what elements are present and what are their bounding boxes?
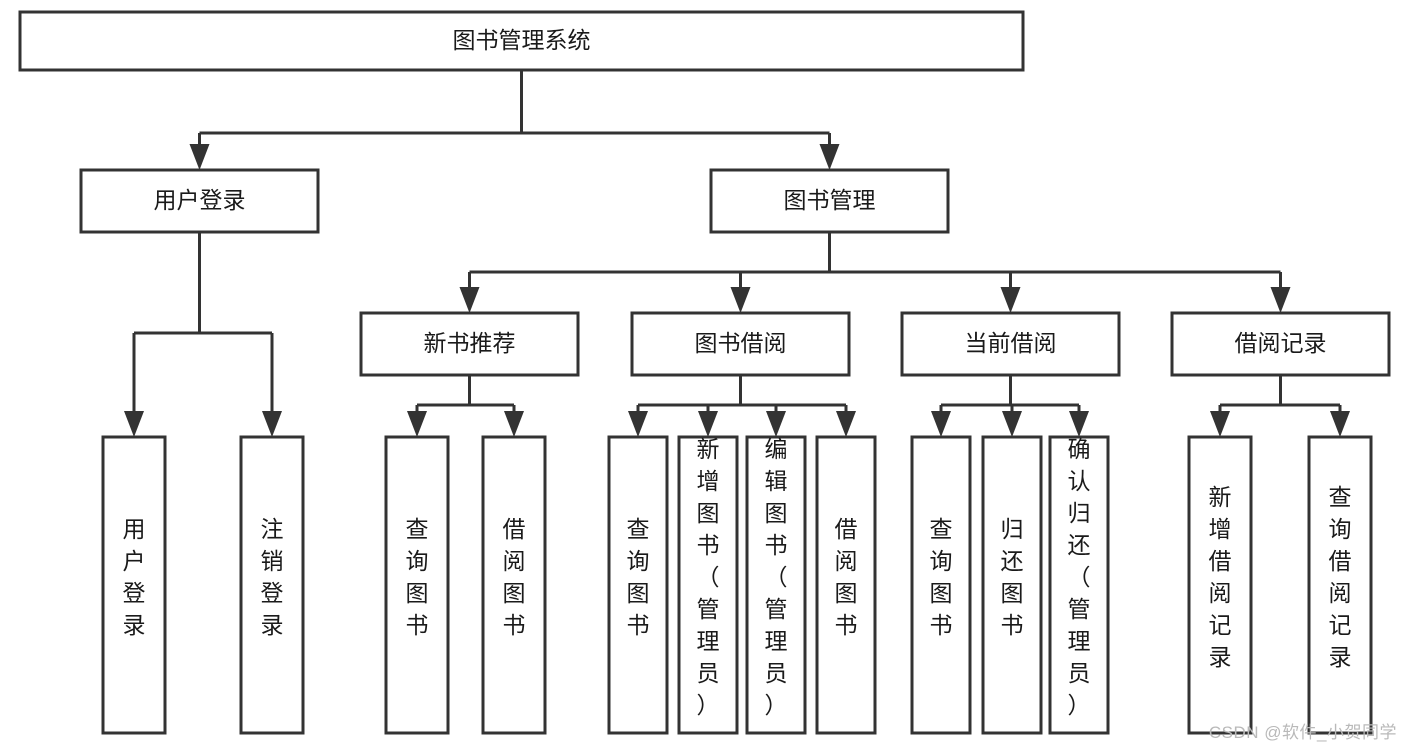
arrowhead-icon — [819, 144, 840, 170]
arrowhead-icon — [628, 411, 648, 437]
arrowhead-icon — [262, 411, 282, 437]
node-box-leaf-borrow-book — [815, 435, 877, 735]
node-label-book-manage: 图书管理 — [784, 187, 876, 213]
node-box-user-login — [79, 168, 320, 234]
arrowhead-icon — [766, 411, 786, 437]
node-leaf-user-logout[interactable]: 注销登录 — [239, 435, 305, 735]
node-label-leaf-user-login: 用户登录 — [123, 516, 146, 638]
node-box-book-manage — [709, 168, 950, 234]
node-label-root: 图书管理系统 — [453, 27, 591, 53]
node-leaf-user-login[interactable]: 用户登录 — [101, 435, 167, 735]
node-box-leaf-query-book — [607, 435, 669, 735]
node-leaf-return-book[interactable]: 归还图书 — [981, 435, 1043, 735]
node-label-current-borrow: 当前借阅 — [965, 330, 1057, 356]
arrowhead-icon — [124, 411, 144, 437]
node-box-book-borrow — [630, 311, 851, 377]
arrowhead-icon — [1330, 411, 1350, 437]
arrowhead-icon — [407, 411, 427, 437]
connector-layer — [124, 70, 1350, 437]
node-label-leaf-query-book: 查询图书 — [627, 516, 650, 638]
node-leaf-query-book-rec[interactable]: 查询图书 — [384, 435, 450, 735]
node-label-leaf-return-book: 归还图书 — [1001, 516, 1024, 638]
node-leaf-query-book[interactable]: 查询图书 — [607, 435, 669, 735]
node-label-leaf-query-book-cur: 查询图书 — [930, 516, 953, 638]
node-label-user-login: 用户登录 — [154, 187, 246, 213]
node-new-book-rec[interactable]: 新书推荐 — [359, 311, 580, 377]
node-leaf-add-record[interactable]: 新增借阅记录 — [1187, 435, 1253, 735]
node-box-leaf-user-logout — [239, 435, 305, 735]
arrowhead-icon — [459, 287, 480, 313]
arrowhead-icon — [730, 287, 751, 313]
arrowhead-icon — [1210, 411, 1230, 437]
node-box-leaf-borrow-book-rec — [481, 435, 547, 735]
node-label-leaf-query-book-rec: 查询图书 — [406, 516, 429, 638]
node-current-borrow[interactable]: 当前借阅 — [900, 311, 1121, 377]
node-box-leaf-query-record — [1307, 435, 1373, 735]
node-box-leaf-query-book-rec — [384, 435, 450, 735]
node-box-root — [18, 10, 1025, 72]
arrowhead-icon — [1270, 287, 1291, 313]
node-leaf-query-record[interactable]: 查询借阅记录 — [1307, 435, 1373, 735]
arrowhead-icon — [1002, 411, 1022, 437]
node-label-new-book-rec: 新书推荐 — [424, 330, 516, 356]
node-box-borrow-record — [1170, 311, 1391, 377]
node-box-leaf-query-book-cur — [910, 435, 972, 735]
arrowhead-icon — [504, 411, 524, 437]
node-label-leaf-add-record: 新增借阅记录 — [1209, 484, 1232, 670]
node-root[interactable]: 图书管理系统 — [18, 10, 1025, 72]
node-label-leaf-borrow-book: 借阅图书 — [835, 516, 858, 638]
node-leaf-borrow-book[interactable]: 借阅图书 — [815, 435, 877, 735]
node-leaf-add-book[interactable]: 新增图书（管理员） — [677, 435, 739, 735]
node-box-current-borrow — [900, 311, 1121, 377]
node-user-login[interactable]: 用户登录 — [79, 168, 320, 234]
arrowhead-icon — [1069, 411, 1089, 437]
arrowhead-icon — [698, 411, 718, 437]
node-layer: 图书管理系统用户登录图书管理新书推荐图书借阅当前借阅借阅记录用户登录注销登录查询… — [18, 10, 1391, 735]
node-label-leaf-edit-book: 编辑图书（管理员） — [765, 436, 788, 718]
node-label-leaf-query-record: 查询借阅记录 — [1329, 484, 1352, 670]
node-label-leaf-user-logout: 注销登录 — [261, 516, 284, 638]
node-book-manage[interactable]: 图书管理 — [709, 168, 950, 234]
node-leaf-confirm-return[interactable]: 确认归还（管理员） — [1048, 435, 1110, 735]
arrowhead-icon — [836, 411, 856, 437]
node-leaf-query-book-cur[interactable]: 查询图书 — [910, 435, 972, 735]
arrowhead-icon — [931, 411, 951, 437]
arrowhead-icon — [189, 144, 210, 170]
arrowhead-icon — [1000, 287, 1021, 313]
node-label-leaf-confirm-return: 确认归还（管理员） — [1068, 436, 1091, 718]
node-label-book-borrow: 图书借阅 — [695, 330, 787, 356]
node-box-new-book-rec — [359, 311, 580, 377]
node-box-leaf-edit-book — [745, 435, 807, 735]
node-label-borrow-record: 借阅记录 — [1235, 330, 1327, 356]
node-book-borrow[interactable]: 图书借阅 — [630, 311, 851, 377]
node-leaf-borrow-book-rec[interactable]: 借阅图书 — [481, 435, 547, 735]
node-leaf-edit-book[interactable]: 编辑图书（管理员） — [745, 435, 807, 735]
node-box-leaf-confirm-return — [1048, 435, 1110, 735]
node-box-leaf-user-login — [101, 435, 167, 735]
node-borrow-record[interactable]: 借阅记录 — [1170, 311, 1391, 377]
node-label-leaf-borrow-book-rec: 借阅图书 — [503, 516, 526, 638]
node-box-leaf-add-book — [677, 435, 739, 735]
node-box-leaf-add-record — [1187, 435, 1253, 735]
node-label-leaf-add-book: 新增图书（管理员） — [697, 436, 720, 718]
node-box-leaf-return-book — [981, 435, 1043, 735]
